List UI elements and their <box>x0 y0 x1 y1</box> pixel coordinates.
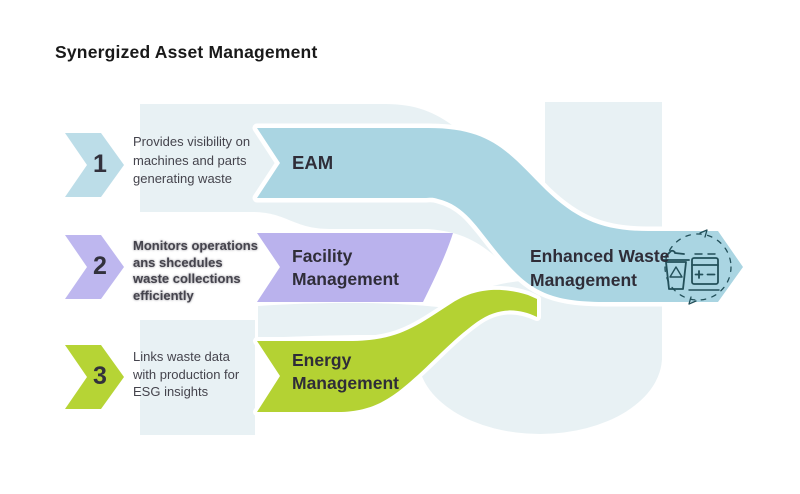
facility-management-banner-label: Facility Management <box>292 246 399 289</box>
recycle-loop-arrowhead-bottom <box>688 296 697 305</box>
recycle-loop-arrowhead-top <box>699 229 708 238</box>
recycle-symbol <box>669 266 683 278</box>
step3-number: 3 <box>93 362 107 390</box>
battery-plus-sign <box>694 270 704 279</box>
step2-description: Monitors operations ans shcedules waste … <box>133 238 258 303</box>
step3-chevron <box>65 345 124 409</box>
page-title: Synergized Asset Management <box>55 42 318 62</box>
recycle-bin-body <box>665 261 687 290</box>
step2-chevron <box>65 235 124 299</box>
step1-number: 1 <box>93 150 107 178</box>
energy-ribbon <box>257 289 537 412</box>
battery-body <box>691 257 719 285</box>
facility-ribbon <box>257 233 453 302</box>
energy-management-banner-label: Energy Management <box>292 350 399 393</box>
eam-banner-label: EAM <box>292 152 334 173</box>
step2-number: 2 <box>93 252 107 280</box>
step1-description: Provides visibility on machines and part… <box>133 134 251 186</box>
background-panel-step3 <box>140 320 255 435</box>
enhanced-waste-management-label: Enhanced Waste Management <box>530 246 670 290</box>
battery-recycling-icon <box>662 229 732 305</box>
step1-chevron <box>65 133 124 197</box>
eam-enhanced-ribbon <box>257 128 743 302</box>
step3-description: Links waste data with production for ESG… <box>133 349 240 399</box>
recycle-bin-lid-open <box>664 249 685 258</box>
recycle-loop-dashed-circle <box>664 233 732 301</box>
